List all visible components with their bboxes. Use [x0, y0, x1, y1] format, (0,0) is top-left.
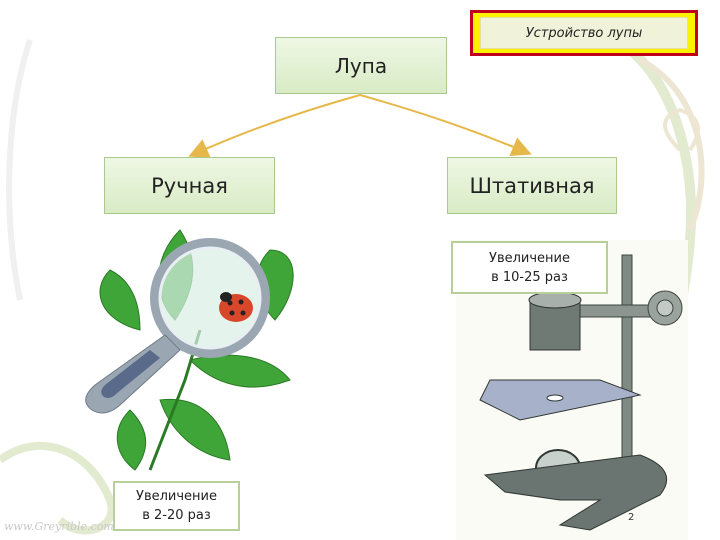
leaf [159, 398, 231, 461]
leaf [99, 269, 141, 331]
figure-number: 2 [628, 512, 634, 523]
ladybug-icon [219, 292, 253, 322]
stand-base [483, 454, 668, 531]
manual-magnification-box: Увеличение в 2-20 раз [113, 481, 240, 531]
branch-stand: Штативная [447, 157, 617, 214]
title-box: Устройство лупы [470, 10, 698, 56]
stand-magnification-box: Увеличение в 10-25 раз [451, 241, 608, 294]
manual-magnification-line2: в 2-20 раз [142, 508, 211, 523]
leaf [116, 409, 147, 471]
watermark: www.Greyrible.com [4, 520, 114, 533]
branch-stand-label: Штативная [469, 173, 595, 198]
manual-magnification-line1: Увеличение [136, 489, 217, 504]
branch-manual-label: Ручная [151, 173, 228, 198]
arrow-to-manual [188, 94, 361, 158]
branch-manual: Ручная [104, 157, 275, 214]
stand-pole [621, 254, 633, 481]
magnifier-lens [150, 238, 270, 358]
stand-magnification-line1: Увеличение [489, 250, 570, 266]
stand-magnification-line2: в 10-25 раз [491, 269, 568, 285]
root-label: Лупа [334, 53, 388, 78]
title-text: Устройство лупы [525, 25, 643, 41]
root-node: Лупа [275, 37, 447, 94]
arrow-to-stand [359, 94, 532, 156]
